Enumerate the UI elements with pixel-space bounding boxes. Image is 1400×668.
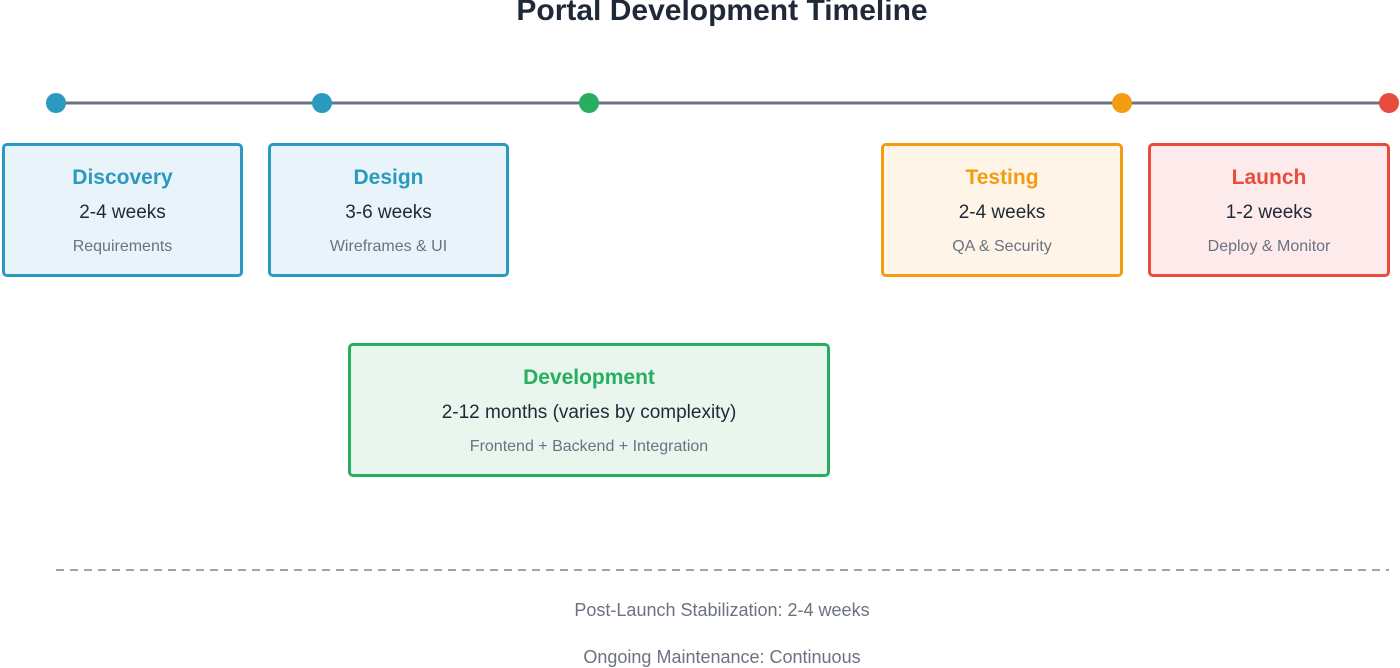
phase-name: Design bbox=[353, 166, 424, 189]
phase-card-testing: Testing 2-4 weeks QA & Security bbox=[881, 143, 1123, 277]
phase-description: Wireframes & UI bbox=[329, 238, 448, 255]
page-title: Portal Development Timeline bbox=[516, 0, 928, 27]
phase-duration: 2-12 months (varies by complexity) bbox=[441, 402, 737, 423]
phase-card-development: Development 2-12 months (varies by compl… bbox=[348, 343, 830, 477]
phase-description: Deploy & Monitor bbox=[1207, 238, 1331, 255]
phase-description: Requirements bbox=[72, 238, 173, 255]
phase-description: QA & Security bbox=[952, 238, 1052, 255]
milestone-development bbox=[579, 93, 599, 113]
maintenance-note: Ongoing Maintenance: Continuous bbox=[583, 647, 861, 667]
milestone-design bbox=[312, 93, 332, 113]
stabilization-note: Post-Launch Stabilization: 2-4 weeks bbox=[574, 600, 870, 620]
milestone-launch bbox=[1379, 93, 1399, 113]
phase-name: Development bbox=[523, 366, 655, 389]
phase-card-design: Design 3-6 weeks Wireframes & UI bbox=[268, 143, 509, 277]
phase-duration: 3-6 weeks bbox=[345, 202, 432, 223]
phase-duration: 2-4 weeks bbox=[958, 202, 1046, 223]
milestone-testing bbox=[1112, 93, 1132, 113]
phase-duration: 1-2 weeks bbox=[1225, 202, 1313, 223]
phase-card-discovery: Discovery 2-4 weeks Requirements bbox=[2, 143, 243, 277]
phase-card-launch: Launch 1-2 weeks Deploy & Monitor bbox=[1148, 143, 1390, 277]
phase-name: Launch bbox=[1231, 166, 1307, 189]
phase-name: Discovery bbox=[72, 166, 173, 189]
phase-duration: 2-4 weeks bbox=[79, 202, 166, 223]
milestone-discovery bbox=[46, 93, 66, 113]
phase-description: Frontend + Backend + Integration bbox=[469, 438, 709, 455]
phase-name: Testing bbox=[965, 166, 1039, 189]
